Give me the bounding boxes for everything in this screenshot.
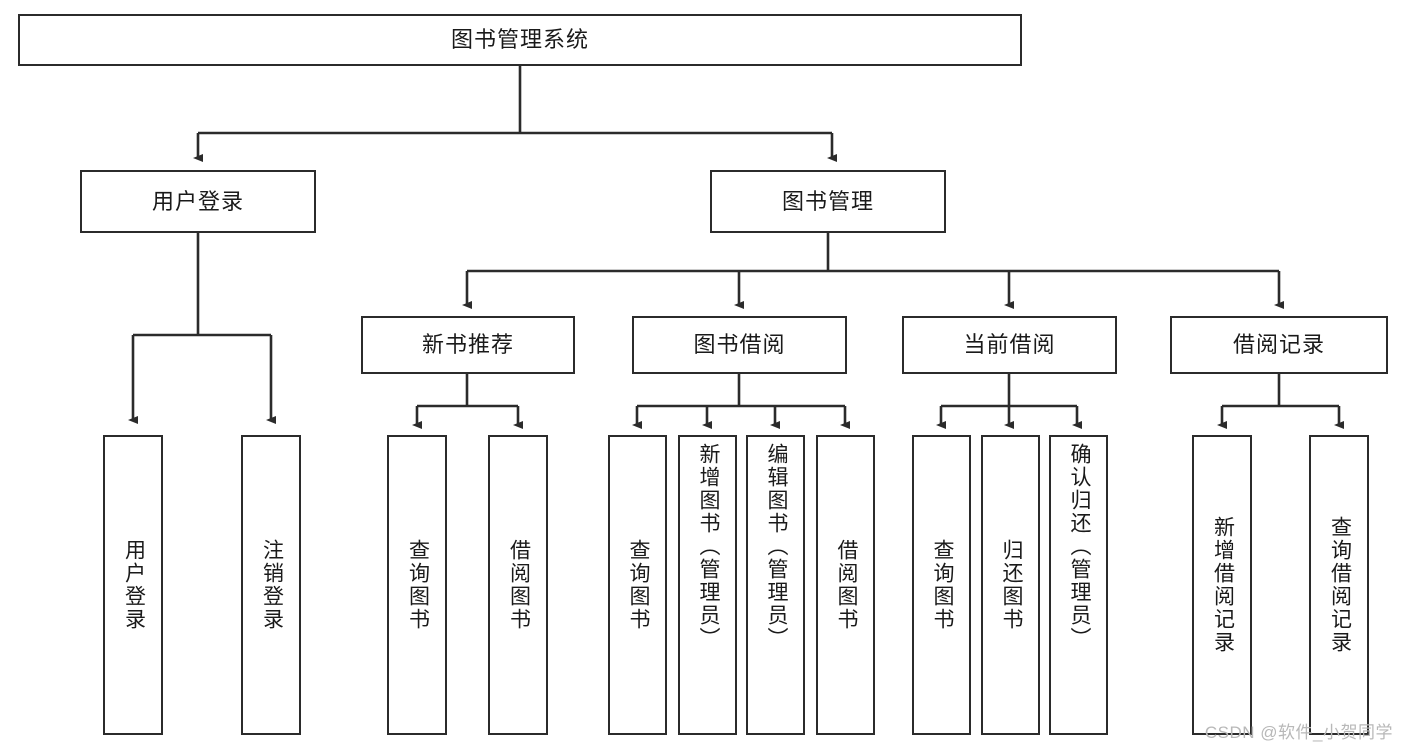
leaf-query-book-2-label: 查询图书 bbox=[626, 539, 650, 631]
leaf-add-record[interactable]: 新增借阅记录 bbox=[1192, 435, 1252, 735]
node-borrow-record[interactable]: 借阅记录 bbox=[1170, 316, 1388, 374]
leaf-query-record-label: 查询借阅记录 bbox=[1328, 516, 1352, 654]
leaf-query-book-3[interactable]: 查询图书 bbox=[912, 435, 971, 735]
leaf-query-record[interactable]: 查询借阅记录 bbox=[1309, 435, 1369, 735]
node-new-book-recommend[interactable]: 新书推荐 bbox=[361, 316, 575, 374]
csdn-watermark: CSDN @软件_小贺同学 bbox=[1204, 723, 1393, 742]
leaf-borrow-book-2[interactable]: 借阅图书 bbox=[816, 435, 875, 735]
node-book-management-label: 图书管理 bbox=[781, 188, 874, 214]
node-current-borrow[interactable]: 当前借阅 bbox=[902, 316, 1117, 374]
node-user-login[interactable]: 用户登录 bbox=[80, 170, 316, 233]
leaf-return-book-label: 归还图书 bbox=[999, 539, 1023, 631]
node-user-login-label: 用户登录 bbox=[151, 188, 244, 214]
node-root[interactable]: 图书管理系统 bbox=[18, 14, 1022, 66]
leaf-user-login[interactable]: 用户登录 bbox=[103, 435, 163, 735]
leaf-borrow-book-1-label: 借阅图书 bbox=[507, 539, 531, 631]
node-book-borrow[interactable]: 图书借阅 bbox=[632, 316, 847, 374]
node-borrow-record-label: 借阅记录 bbox=[1232, 332, 1325, 358]
node-book-borrow-label: 图书借阅 bbox=[693, 332, 786, 358]
leaf-confirm-return-label: 确认归还（管理员） bbox=[1067, 443, 1091, 650]
node-book-management[interactable]: 图书管理 bbox=[710, 170, 946, 233]
leaf-return-book[interactable]: 归还图书 bbox=[981, 435, 1040, 735]
leaf-add-record-label: 新增借阅记录 bbox=[1211, 516, 1235, 654]
leaf-query-book-1-label: 查询图书 bbox=[406, 539, 430, 631]
leaf-user-login-label: 用户登录 bbox=[122, 539, 146, 631]
leaf-confirm-return[interactable]: 确认归还（管理员） bbox=[1049, 435, 1108, 735]
leaf-edit-book[interactable]: 编辑图书（管理员） bbox=[746, 435, 805, 735]
leaf-logout-login-label: 注销登录 bbox=[260, 539, 284, 631]
leaf-add-book[interactable]: 新增图书（管理员） bbox=[678, 435, 737, 735]
leaf-query-book-1[interactable]: 查询图书 bbox=[387, 435, 447, 735]
leaf-logout-login[interactable]: 注销登录 bbox=[241, 435, 301, 735]
leaf-edit-book-label: 编辑图书（管理员） bbox=[764, 443, 788, 650]
node-root-label: 图书管理系统 bbox=[450, 27, 589, 53]
leaf-borrow-book-1[interactable]: 借阅图书 bbox=[488, 435, 548, 735]
node-current-borrow-label: 当前借阅 bbox=[963, 332, 1056, 358]
leaf-query-book-3-label: 查询图书 bbox=[930, 539, 954, 631]
node-new-book-recommend-label: 新书推荐 bbox=[421, 332, 514, 358]
leaf-borrow-book-2-label: 借阅图书 bbox=[834, 539, 858, 631]
leaf-query-book-2[interactable]: 查询图书 bbox=[608, 435, 667, 735]
leaf-add-book-label: 新增图书（管理员） bbox=[696, 443, 720, 650]
